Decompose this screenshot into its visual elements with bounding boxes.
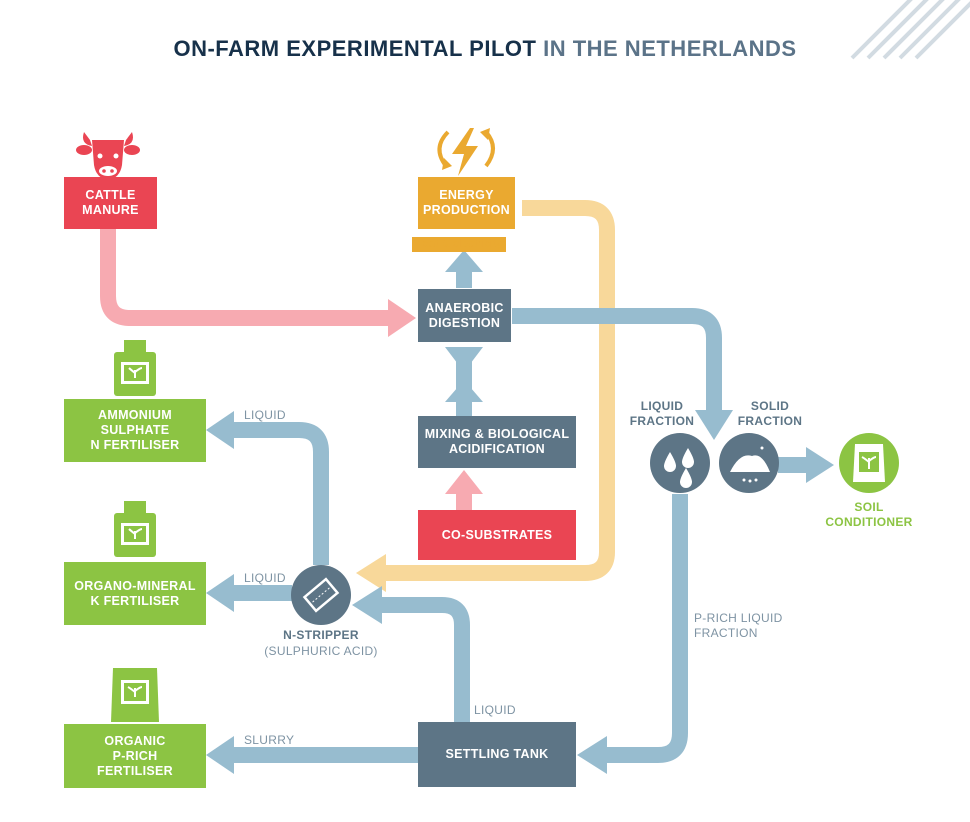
slurry-flow (206, 736, 418, 774)
anaerobic-digestion-box: ANAEROBIC DIGESTION (418, 289, 511, 342)
settling-tank-box: SETTLING TANK (418, 722, 576, 787)
solid-pile-icon (719, 433, 779, 493)
decorative-stripes (850, 0, 970, 60)
liquid-to-ammonium-flow (206, 411, 329, 565)
digestion-mixing-flow (445, 347, 483, 416)
flow-label-slurry: SLURRY (244, 733, 295, 747)
soil-conditioner-icon (839, 433, 899, 493)
page-title: ON-FARM EXPERIMENTAL PILOT IN THE NETHER… (0, 36, 970, 62)
energy-cycle-icon (437, 128, 495, 176)
cattle-manure-box: CATTLE MANURE (64, 177, 157, 229)
co-substrates-box: CO-SUBSTRATES (418, 510, 576, 560)
title-part-2: IN THE NETHERLANDS (543, 36, 797, 61)
fertiliser-bag-icon (111, 668, 159, 722)
n-stripper-note: (SULPHURIC ACID) (264, 644, 378, 658)
solid-to-soil-flow (778, 447, 834, 483)
n-stripper-icon (291, 565, 351, 625)
settling-to-stripper-flow (352, 586, 470, 722)
digestate-flow (512, 308, 733, 440)
droplets-icon (650, 433, 710, 493)
fertiliser-bottle-icon (114, 501, 156, 557)
title-part-1: ON-FARM EXPERIMENTAL PILOT (173, 36, 537, 61)
solid-fraction-label: SOLID FRACTION (737, 399, 803, 428)
flow-label-liquid-top: LIQUID (244, 408, 286, 422)
digestion-to-energy-flow (445, 250, 483, 288)
organo-mineral-box: ORGANO-MINERAL K FERTILISER (64, 562, 206, 625)
p-rich-liquid-flow (577, 494, 688, 774)
energy-return-flow (356, 200, 615, 592)
organic-p-rich-box: ORGANIC P-RICH FERTILISER (64, 724, 206, 788)
flow-label-liquid-settling: LIQUID (474, 703, 516, 717)
n-stripper-label: N-STRIPPER (283, 628, 359, 642)
liquid-fraction-label: LIQUID FRACTION (629, 399, 695, 428)
soil-conditioner-label: SOIL CONDITIONER (825, 500, 913, 529)
ammonium-sulphate-box: AMMONIUM SULPHATE N FERTILISER (64, 399, 206, 462)
manure-flow (100, 229, 416, 337)
mixing-acidification-box: MIXING & BIOLOGICAL ACIDIFICATION (418, 416, 576, 468)
energy-note: (heat & electricity) (412, 237, 507, 252)
liquid-to-organo-mineral-flow (206, 574, 292, 612)
cow-icon (76, 132, 140, 180)
energy-production-box: ENERGY PRODUCTION (418, 177, 515, 229)
fertiliser-bottle-icon (114, 340, 156, 396)
co-substrates-flow (445, 470, 483, 510)
flow-label-p-rich-liquid: P-RICH LIQUID FRACTION (694, 611, 783, 640)
flow-label-liquid-mid: LIQUID (244, 571, 286, 585)
